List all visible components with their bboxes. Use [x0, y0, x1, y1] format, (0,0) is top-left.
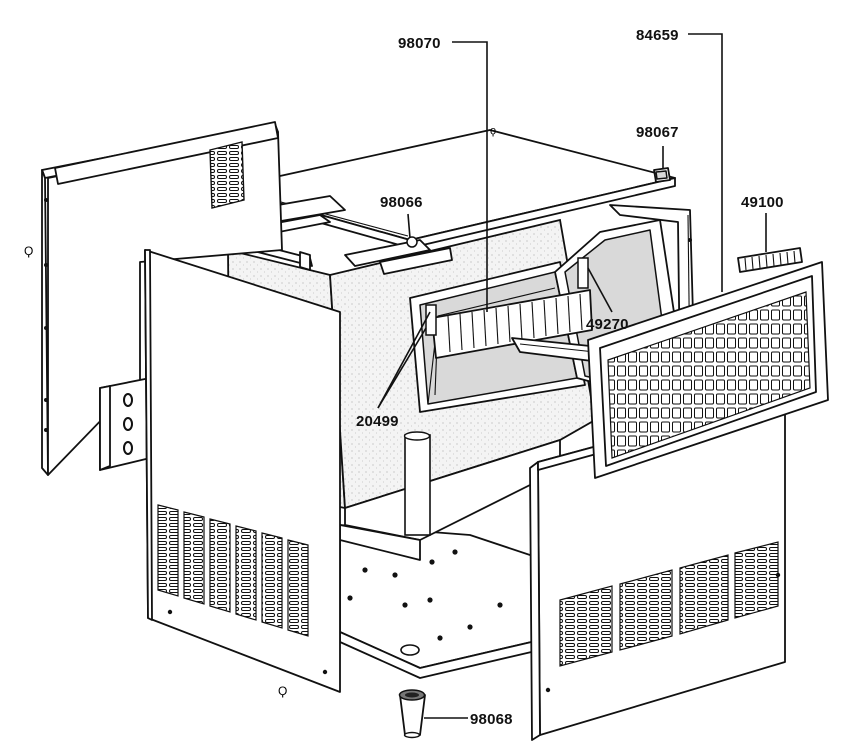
leader-20499b: [377, 311, 431, 409]
mounting-plate: [99, 377, 151, 471]
part-49270-clip: [577, 257, 589, 289]
label-20499: 20499: [356, 413, 399, 430]
leader-84659: [688, 33, 723, 292]
leader-98070: [452, 41, 488, 312]
label-98066: 98066: [380, 194, 423, 211]
label-49270: 49270: [586, 316, 629, 333]
svg-text:ϙ: ϙ: [490, 125, 496, 137]
label-84659: 84659: [636, 27, 679, 44]
part-98068-leg: [398, 689, 426, 739]
callout-lines: [377, 33, 767, 719]
label-98070: 98070: [398, 35, 441, 52]
svg-text:Ϙ: Ϙ: [24, 244, 33, 258]
corner-post: [404, 434, 431, 536]
part-98067-latch: [653, 167, 671, 183]
part-20499-clip: [425, 304, 437, 336]
label-98068: 98068: [470, 711, 513, 728]
left-side-panel: Ϙ: [144, 249, 341, 698]
part-49100-strip: [737, 247, 803, 273]
part-98070-curtain: [425, 257, 593, 359]
curtain-louvers: [447, 293, 583, 353]
label-49100: 49100: [741, 194, 784, 211]
svg-text:Ϙ: Ϙ: [278, 684, 287, 698]
right-panel-vents: [559, 541, 779, 667]
part-98066-bracket: [344, 236, 453, 275]
leader-49270: [587, 267, 613, 313]
part-labels: 98070 84659 98067 98066 49100 49270 2049…: [356, 27, 784, 728]
leader-98066: [407, 213, 411, 239]
drain-hole: [400, 644, 420, 656]
left-panel-vents: [157, 504, 309, 637]
label-98067: 98067: [636, 124, 679, 141]
front-grille-panel: [587, 261, 829, 479]
base-plate-holes: [347, 549, 503, 641]
rear-panel-holes: [44, 198, 48, 432]
